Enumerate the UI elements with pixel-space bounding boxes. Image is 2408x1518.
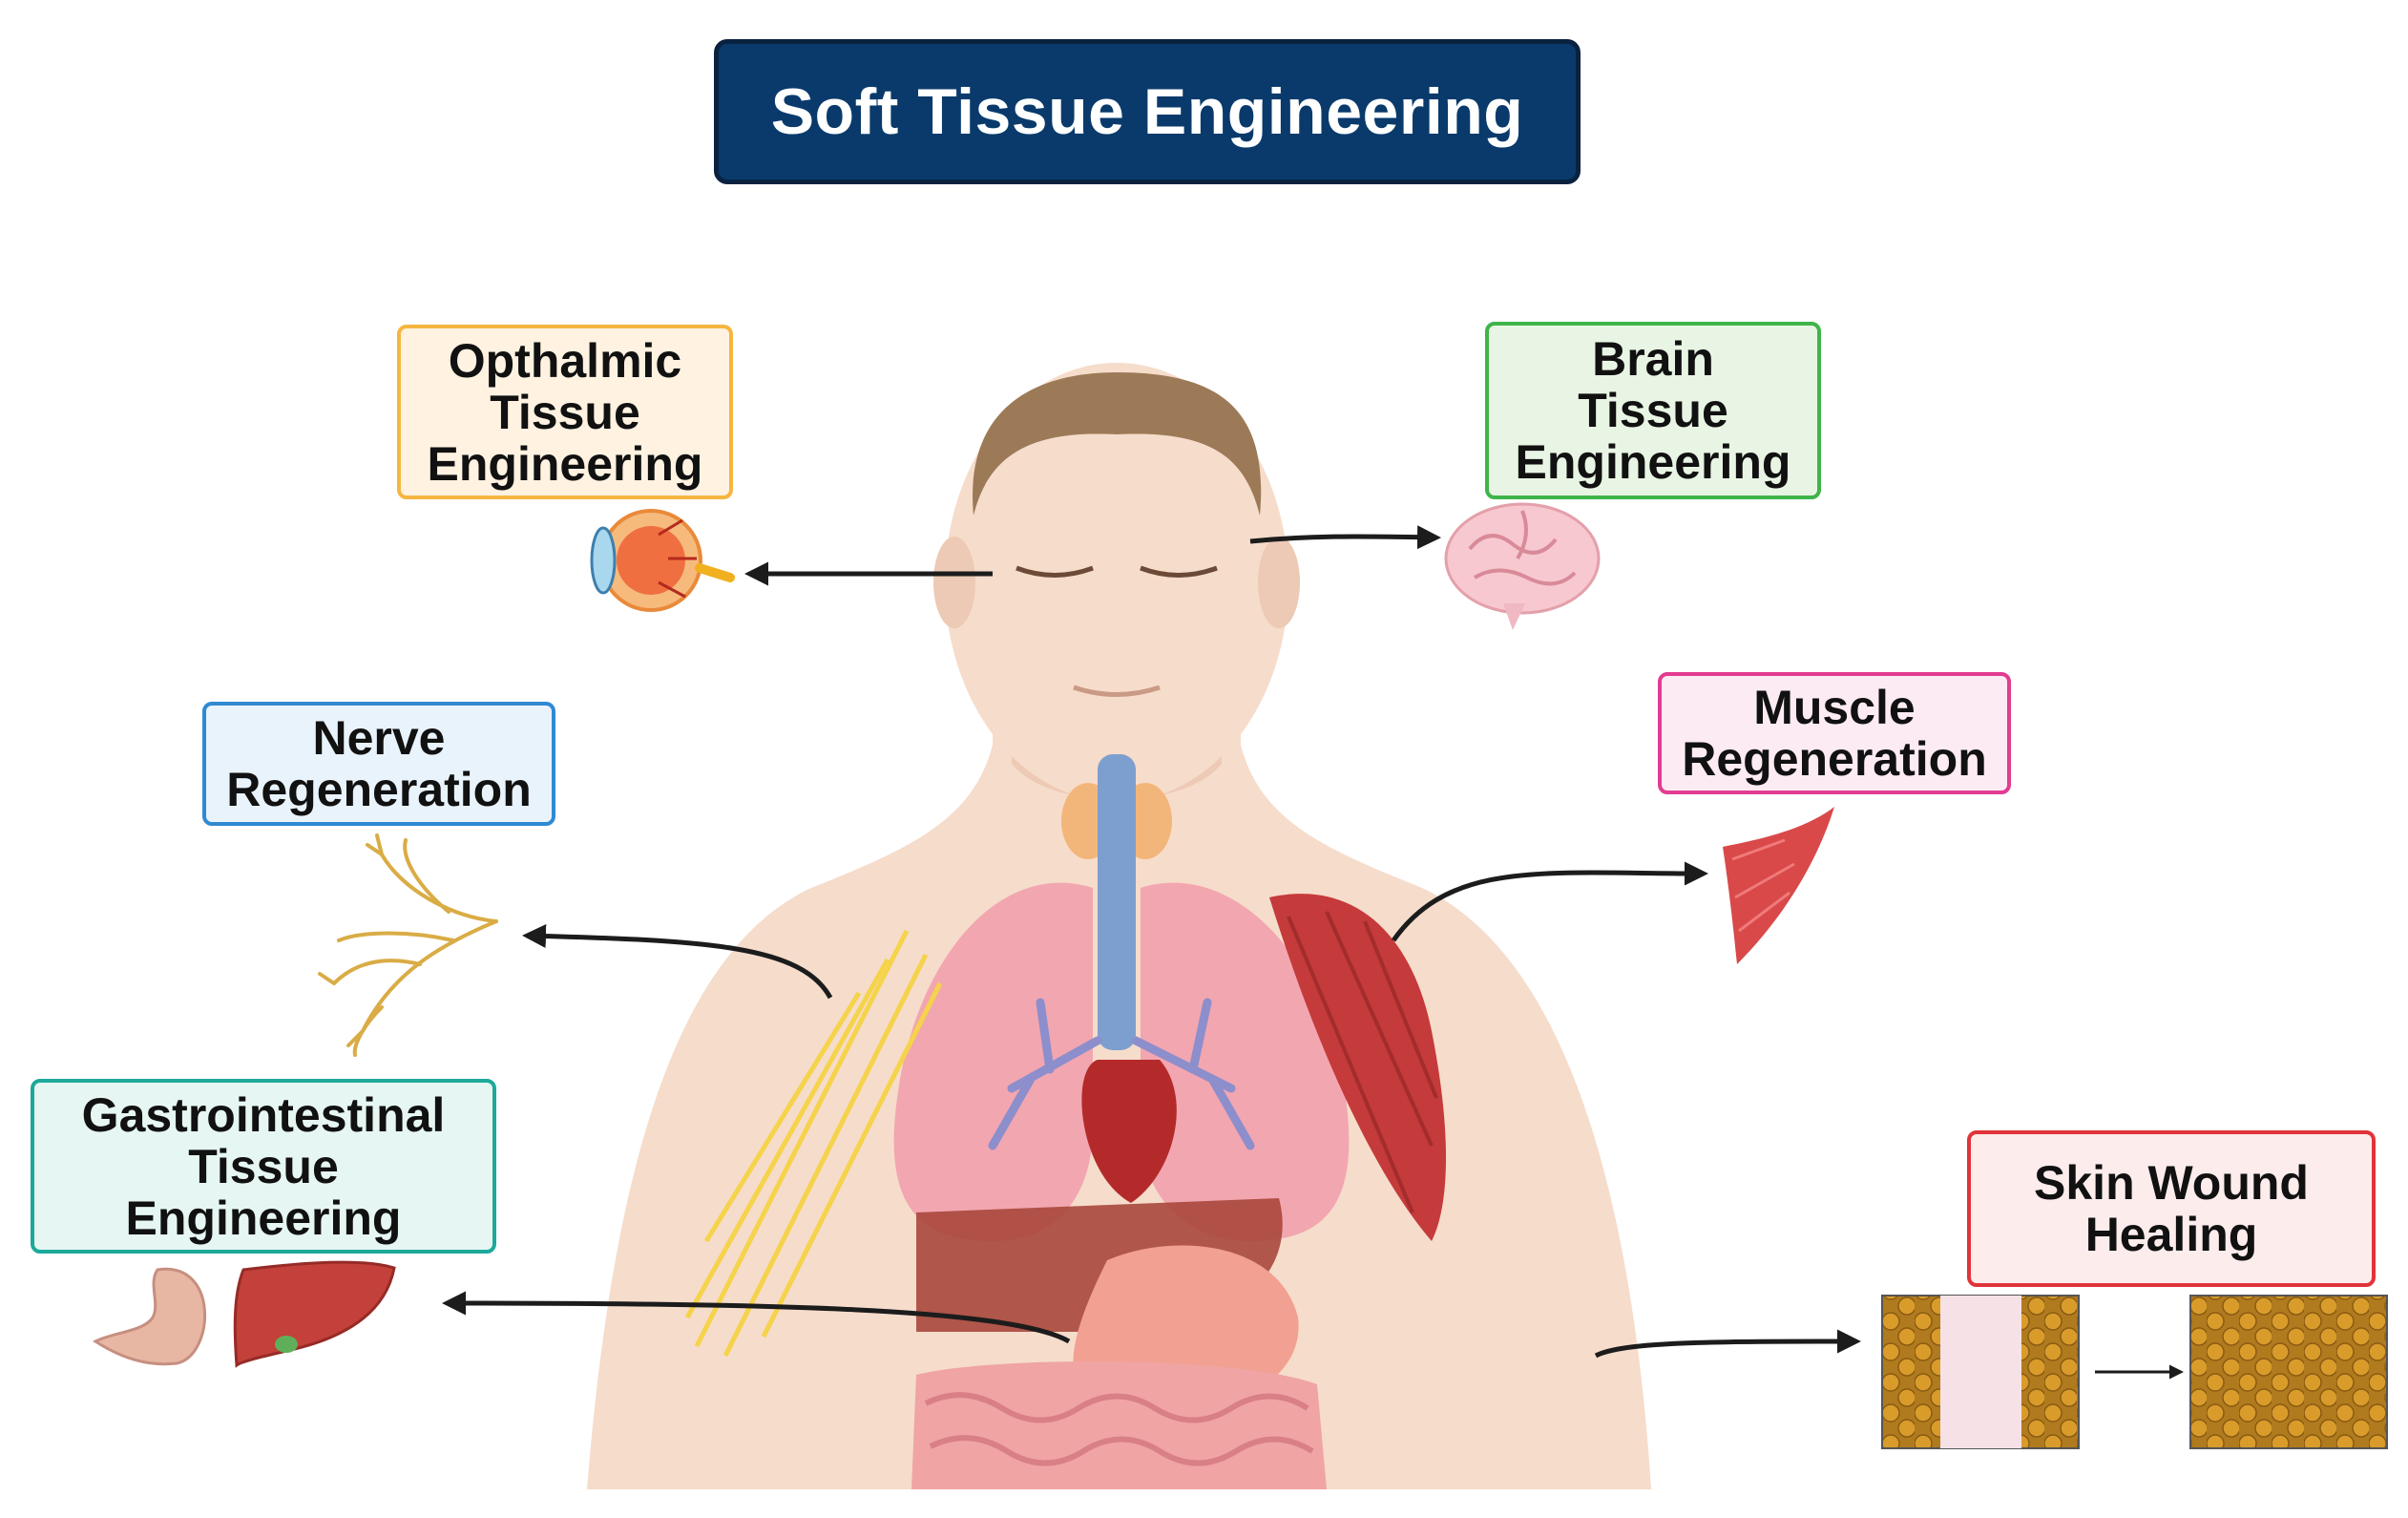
nerve-icon: [318, 833, 498, 1057]
label-line: Engineering: [125, 1191, 402, 1245]
label-line: Nerve: [312, 711, 446, 765]
page-title: Soft Tissue Engineering: [770, 75, 1524, 148]
nerve-regeneration-label: Nerve Regeneration: [202, 702, 555, 826]
label-line: Engineering: [1515, 435, 1791, 489]
label-line: Skin Wound: [2034, 1156, 2309, 1210]
opthalmic-tissue-engineering-label: Opthalmic Tissue Engineering: [397, 325, 733, 499]
gastrointestinal-tissue-engineering-label: Gastrointestinal Tissue Engineering: [31, 1079, 496, 1254]
arrow-to-nerve: [522, 924, 833, 1000]
brain-icon: [1444, 502, 1601, 630]
wound-after-icon: [2189, 1295, 2388, 1449]
arrows: [442, 525, 1861, 1359]
liver-icon: [233, 1260, 396, 1368]
wound-before-icon: [1881, 1295, 2080, 1449]
title-banner: Soft Tissue Engineering: [714, 39, 1581, 184]
label-line: Regeneration: [226, 763, 532, 816]
eye-icon: [590, 509, 735, 612]
muscle-regeneration-label: Muscle Regeneration: [1658, 672, 2011, 794]
brain-tissue-engineering-label: Brain Tissue Engineering: [1485, 322, 1821, 499]
human-body-icon: [587, 363, 1651, 1489]
label-line: Brain: [1592, 332, 1714, 386]
label-line: Tissue: [490, 385, 640, 439]
arrow-to-gastro: [442, 1291, 1071, 1344]
label-line: Tissue: [188, 1139, 339, 1193]
label-line: Engineering: [427, 436, 703, 491]
label-line: Healing: [2084, 1208, 2258, 1261]
label-line: Muscle: [1753, 681, 1916, 734]
label-line: Tissue: [1578, 384, 1728, 437]
label-line: Opthalmic: [448, 333, 682, 388]
skin-wound-healing-label: Skin Wound Healing: [1967, 1130, 2376, 1287]
arrow-to-brain: [1249, 525, 1441, 550]
label-line: Regeneration: [1682, 732, 1987, 786]
arrow-to-skin: [1594, 1329, 1861, 1359]
stomach-icon: [92, 1267, 207, 1366]
label-line: Gastrointestinal: [81, 1087, 446, 1142]
arrow-to-muscle: [1391, 861, 1708, 942]
muscle-icon: [1723, 807, 1834, 964]
